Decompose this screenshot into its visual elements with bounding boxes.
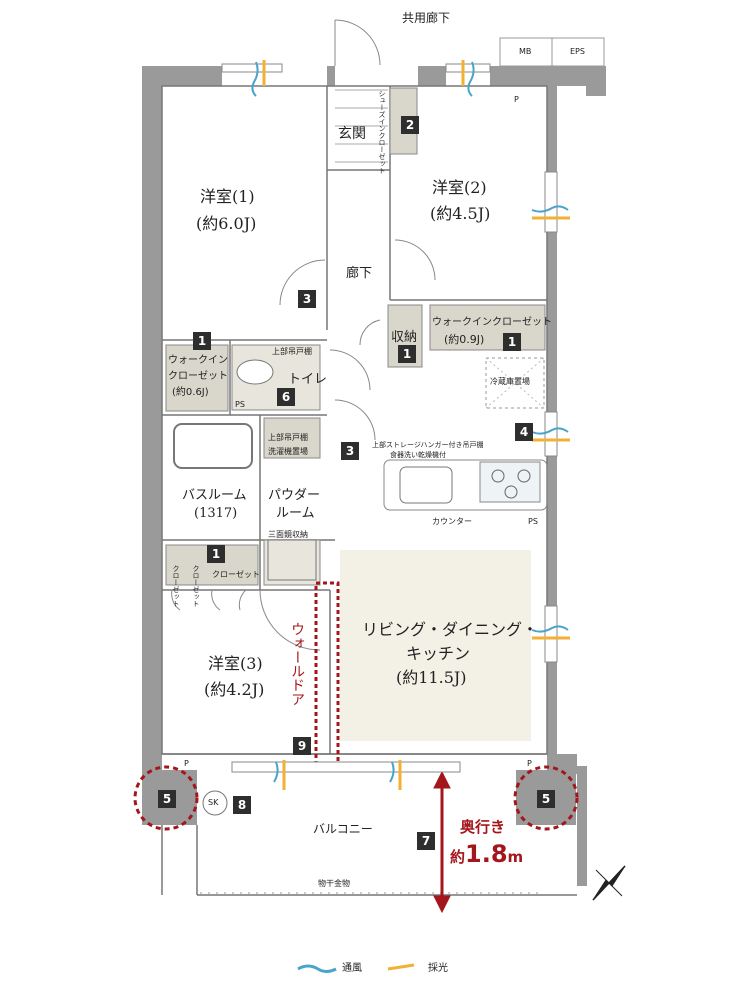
ldk-line1: リビング・ダイニング・ (362, 620, 539, 639)
upper-cabinet2-label: 上部吊戸棚 (268, 433, 308, 442)
dishwasher-label: 食器洗い乾燥機付 (390, 451, 446, 459)
balcony-label: バルコニー (313, 822, 373, 836)
burners (491, 469, 531, 499)
upper-cabinet-label: 上部吊戸棚 (272, 347, 312, 356)
ps-label-right: PS (528, 517, 538, 526)
depth-prefix: 約 (450, 848, 466, 866)
hallway-label: 廊下 (346, 266, 373, 281)
badge-5-left: 5 (158, 790, 176, 808)
bedroom2-size: (約4.5J) (430, 204, 491, 223)
storage-hanger-label: 上部ストレージハンガー付き吊戸棚 (372, 441, 484, 449)
badge-9: 9 (293, 737, 311, 755)
badge-3-corridor: 3 (341, 442, 359, 460)
ps-label-left: PS (235, 400, 245, 409)
depth-value: 1.8 (465, 840, 508, 868)
badge-1-wic-left: 1 (193, 332, 211, 350)
badge-4: 4 (515, 423, 533, 441)
p-label-bottom-right: P (527, 759, 532, 768)
mirror-label: 三面鏡収納 (268, 530, 308, 539)
light-arrow-icon (262, 60, 570, 790)
entrance-tiles (335, 89, 388, 163)
sink (399, 466, 453, 504)
wic-left-size: (約0.6J) (172, 387, 209, 398)
bedroom3-name: 洋室(3) (208, 654, 263, 673)
badge-1-wic-right: 1 (503, 333, 521, 351)
badge-5-right: 5 (537, 790, 555, 808)
toilet-fixture (236, 359, 274, 385)
washbasin (267, 539, 317, 581)
shoes-closet-label: シューズインクローゼット (378, 90, 386, 174)
badge-3-hallway: 3 (298, 290, 316, 308)
fridge-label: 冷蔵庫置場 (490, 377, 530, 386)
depth-arrow (433, 770, 451, 914)
wic-left-line1: ウォークイン (168, 355, 228, 366)
wic-left-line2: クローゼット (168, 371, 228, 382)
washer-label: 洗濯機置場 (268, 447, 308, 456)
common-corridor-label: 共用廊下 (402, 11, 451, 25)
bedroom1-size: (約6.0J) (196, 214, 257, 233)
wic-right-size: (約0.9J) (444, 333, 485, 346)
door-arcs (171, 19, 436, 651)
bedroom1-name: 洋室(1) (200, 187, 255, 206)
bedroom2-name: 洋室(2) (432, 178, 487, 197)
counter-label: カウンター (432, 517, 472, 526)
badge-1-closet: 1 (207, 545, 225, 563)
wall-door-label: ウォールドア (289, 622, 305, 706)
mb-box (499, 37, 553, 67)
ldk-line2: キッチン (406, 644, 471, 663)
depth-label: 奥行き (460, 818, 506, 836)
windows (221, 63, 558, 773)
powder-line2: ルーム (276, 506, 315, 521)
toilet-label: トイレ (288, 372, 328, 387)
closet-b-label: クローゼット (192, 565, 200, 607)
kitchen-counter (383, 459, 548, 511)
badge-1-storage: 1 (398, 345, 416, 363)
mb-label: MB (519, 47, 532, 56)
drying-rack-label: 物干金物 (318, 879, 350, 888)
ldk-floor (340, 550, 531, 741)
stove (479, 461, 541, 503)
wall-door-outline (314, 581, 340, 773)
badge-7: 7 (417, 832, 435, 850)
bedroom3-size: (約4.2J) (204, 680, 265, 699)
sk-label: SK (208, 798, 219, 807)
compass-north-icon (592, 865, 626, 901)
storage-label: 収納 (391, 330, 418, 345)
p-label-bottom-left: P (184, 759, 189, 768)
bathroom-size: (1317) (194, 506, 238, 521)
badge-6: 6 (277, 388, 295, 406)
closet-c-label: クローゼット (212, 570, 260, 579)
depth-unit: m (507, 848, 524, 866)
ldk-size: (約11.5J) (396, 668, 467, 687)
depth-value-group: 約1.8m (450, 842, 523, 866)
powder-line1: パウダー (268, 488, 321, 503)
balcony-corner-left (133, 765, 199, 831)
bathroom-name: バスルーム (182, 488, 247, 503)
wic-right-name: ウォークインクローゼット (432, 317, 552, 328)
closet-a-label: クローゼット (172, 565, 180, 607)
badge-8: 8 (233, 796, 251, 814)
p-label-top: P (514, 95, 519, 104)
eps-box (551, 37, 605, 67)
entrance-label: 玄関 (338, 126, 366, 142)
badge-2: 2 (401, 116, 419, 134)
sk-fixture (202, 790, 228, 816)
legend-light-label: 採光 (428, 963, 448, 974)
legend-light-icon (387, 963, 415, 971)
legend-wind-icon (297, 964, 337, 973)
bathtub (173, 423, 253, 469)
legend-wind-label: 通風 (342, 963, 362, 974)
balcony-corner-right (513, 765, 579, 831)
eps-label: EPS (570, 47, 585, 56)
wind-arrow-icon (251, 61, 569, 783)
